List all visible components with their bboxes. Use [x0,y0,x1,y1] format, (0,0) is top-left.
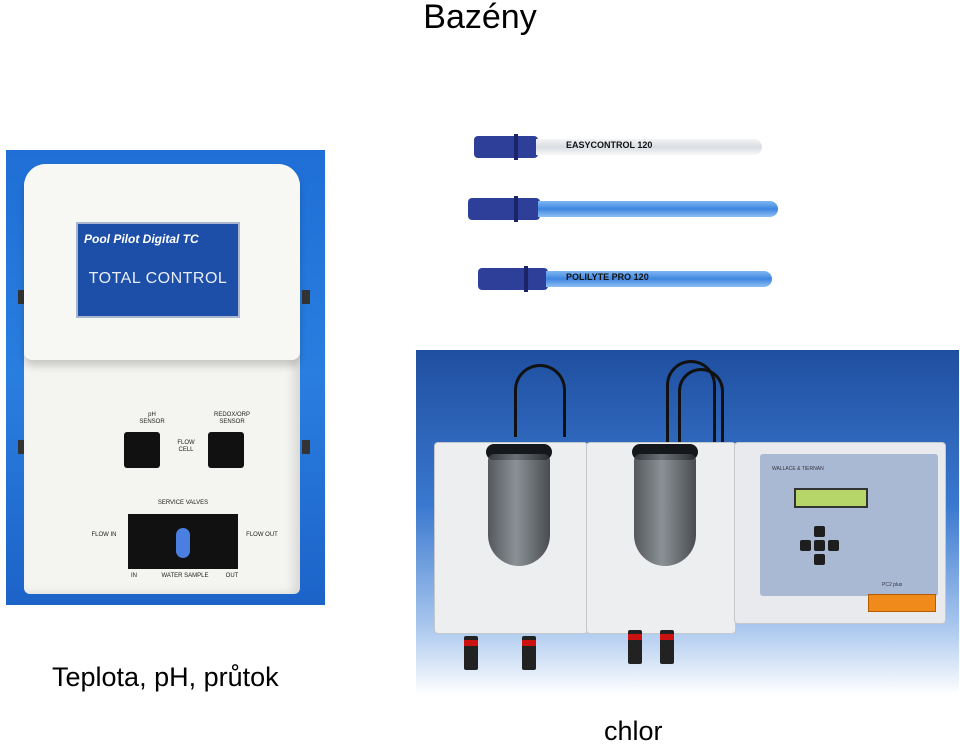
electrode-3-label: POLILYTE PRO 120 [566,272,649,282]
electrode-ring [524,266,528,292]
model-label: PC2 plus [882,582,903,588]
water-sample-label: WATER SAMPLE [161,573,209,579]
sample-cup-2 [634,454,696,566]
mounting-tab [302,290,310,304]
mounting-tab [18,440,26,454]
mounting-tab [18,290,26,304]
hose-fitting [522,636,536,670]
valve-knob [176,528,190,558]
caption-right: chlor [604,716,663,746]
hose-fitting [628,630,642,664]
pool-pilot-controller-image: Pool Pilot Digital TC TOTAL CONTROL pH S… [6,150,325,605]
ph-sensor-label: pH SENSOR [139,412,165,425]
flow-out-label: FLOW OUT [246,532,278,538]
electrode-cap [474,136,538,158]
redox-sensor [208,432,244,468]
brand-label: WALLACE & TIERNAN [772,466,824,472]
controller-lid: Pool Pilot Digital TC TOTAL CONTROL [24,164,300,360]
hose-fitting [464,636,478,670]
flow-in-label: FLOW IN [91,532,117,538]
electrode-tube [538,201,778,217]
cable [514,364,566,437]
controller-button [800,540,811,551]
flow-cell-label: FLOW CELL [177,440,195,453]
controller-button [814,540,825,551]
display-text: TOTAL CONTROL [88,270,228,287]
hose-fitting [660,630,674,664]
electrode-ring [514,196,518,222]
mounting-tab [302,440,310,454]
service-valves [128,514,238,569]
electrode-tube [536,139,762,155]
dosing-station-image: WALLACE & TIERNAN PC2 plus [416,350,959,695]
caption-left: Teplota, pH, průtok [52,662,279,692]
service-valves-label: SERVICE VALVES [157,500,209,506]
display-brand: Pool Pilot Digital TC [84,232,199,246]
electrode-2 [468,196,778,222]
electrode-3: POLILYTE PRO 120 [478,266,778,292]
electrode-cap [478,268,548,290]
ph-sensor [124,432,160,468]
controller-button [814,526,825,537]
controller-button [828,540,839,551]
electrode-cap [468,198,540,220]
out-label: OUT [225,573,239,579]
electrode-tube [546,271,772,287]
page-title: Bazény [423,0,537,36]
controller-display: Pool Pilot Digital TC TOTAL CONTROL [76,222,240,318]
controller-button [814,554,825,565]
warning-label [868,594,936,612]
controller-lcd [794,488,868,508]
cable [678,368,724,445]
electrode-1: EASYCONTROL 120 [474,134,764,160]
redox-sensor-label: REDOX/ORP SENSOR [213,412,250,425]
electrodes-image: EASYCONTROL 120 POLILYTE PRO 120 [468,128,788,303]
sample-cup-1 [488,454,550,566]
in-label: IN [131,573,137,579]
electrode-1-label: EASYCONTROL 120 [566,140,653,150]
electrode-ring [514,134,518,160]
controller-panel: WALLACE & TIERNAN PC2 plus [760,454,938,596]
controller-body: Pool Pilot Digital TC TOTAL CONTROL pH S… [24,164,300,594]
